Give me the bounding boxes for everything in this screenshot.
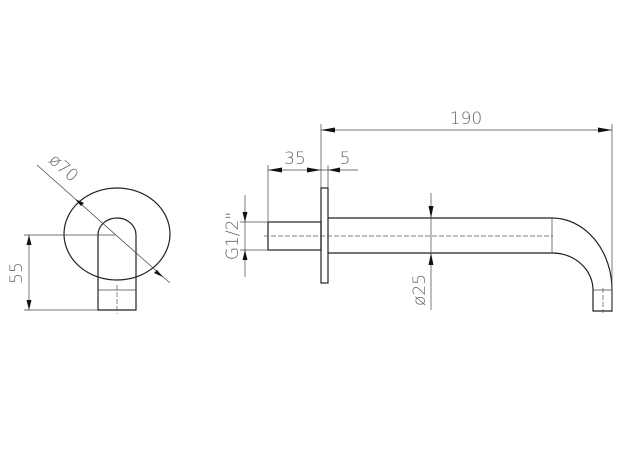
dim-190: 190	[450, 109, 482, 129]
dimension-line-70	[36, 164, 171, 284]
dim-5: 5	[340, 149, 351, 169]
dim-70: ø70	[45, 150, 82, 186]
arrowheads	[428, 206, 434, 265]
side-view: 55 ø70	[7, 150, 171, 314]
dim-25: ø25	[410, 274, 430, 306]
flange	[320, 187, 329, 284]
dim-thread: G1/2"	[223, 212, 243, 260]
arrowheads	[242, 212, 248, 260]
spout-pipe	[328, 217, 613, 312]
flange-outline	[63, 187, 171, 281]
front-view: 190 35 5 G1/2" ø25	[223, 109, 613, 313]
dim-35: 35	[284, 149, 306, 169]
spout-arm	[97, 217, 137, 311]
dim-55: 55	[7, 262, 27, 284]
